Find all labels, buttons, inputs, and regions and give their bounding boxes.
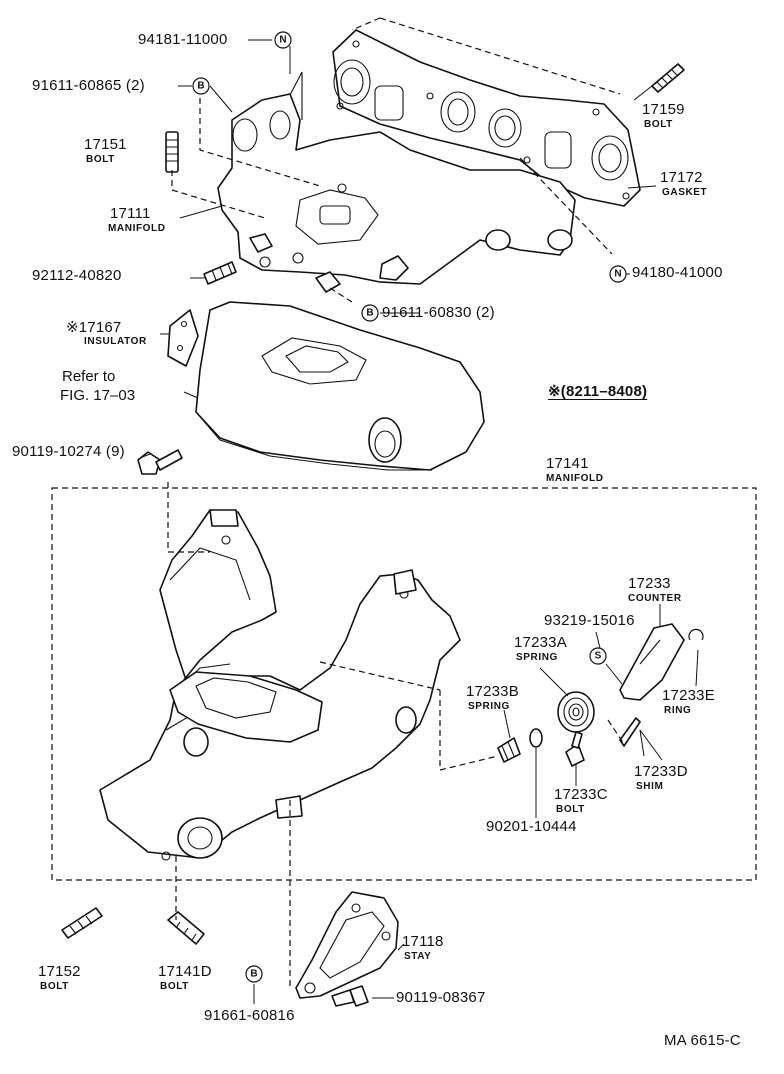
bolt-17233C — [565, 731, 585, 767]
label-17233: 17233 — [628, 575, 671, 592]
label-17167: ※17167 — [66, 319, 122, 336]
label-17111-sub: MANIFOLD — [108, 223, 166, 234]
reference-lines — [139, 17, 699, 1004]
label-17141D: 17141D — [158, 963, 212, 980]
stay-17118 — [295, 891, 399, 999]
label-17233A: 17233A — [514, 634, 567, 651]
washer-90201-10444 — [529, 728, 543, 748]
label-17141: 17141 — [546, 455, 589, 472]
bolt-17159 — [651, 63, 685, 93]
mark-b-mid: B — [361, 304, 379, 322]
drawing-code: MA 6615-C — [664, 1032, 741, 1049]
label-94181-11000: 94181-11000 — [138, 31, 228, 48]
label-17151-sub: BOLT — [86, 154, 115, 165]
label-17172-sub: GASKET — [662, 187, 708, 198]
refer-line-2: FIG. 17–03 — [60, 387, 136, 404]
label-17233D-sub: SHIM — [636, 781, 664, 792]
bolt-90119-10274 — [137, 449, 183, 475]
label-17172: 17172 — [660, 169, 703, 186]
label-17151: 17151 — [84, 136, 127, 153]
label-17152-sub: BOLT — [40, 981, 69, 992]
label-92112-40820: 92112-40820 — [32, 267, 122, 284]
label-17152: 17152 — [38, 963, 81, 980]
mark-s-counter: S — [589, 647, 607, 665]
mark-b-top-text: B — [197, 81, 204, 92]
label-17141D-sub: BOLT — [160, 981, 189, 992]
label-93219-15016: 93219-15016 — [544, 612, 635, 629]
mark-n-top-text: N — [279, 35, 286, 46]
bolt-17151 — [165, 131, 179, 173]
refer-line-1: Refer to — [62, 368, 116, 385]
label-90119-08367: 90119-08367 — [396, 989, 486, 1006]
label-17233-sub: COUNTER — [628, 593, 682, 604]
mark-n-top: N — [274, 31, 292, 49]
mark-b-mid-text: B — [366, 308, 373, 319]
bolt-17141D — [167, 911, 205, 945]
gasket-17172 — [332, 29, 641, 207]
stud-92112-40820 — [203, 261, 237, 285]
label-17233B-sub: SPRING — [468, 701, 510, 712]
manifold-17141 — [99, 509, 461, 861]
label-17233C-sub: BOLT — [556, 804, 585, 815]
bolt-17152 — [61, 907, 103, 939]
label-17167-sub: INSULATOR — [84, 336, 147, 347]
label-17233C: 17233C — [554, 786, 608, 803]
label-91661-60816: 91661-60816 — [204, 1007, 295, 1024]
label-17118: 17118 — [402, 933, 444, 950]
label-17233E: 17233E — [662, 687, 715, 704]
bolt-90119-08367 — [331, 985, 369, 1007]
mark-n-right-text: N — [614, 269, 621, 280]
label-17233E-sub: RING — [664, 705, 692, 716]
label-17233D: 17233D — [634, 763, 688, 780]
mark-n-right: N — [609, 265, 627, 283]
label-17233B: 17233B — [466, 683, 519, 700]
label-17159-sub: BOLT — [644, 119, 673, 130]
mark-b-top: B — [192, 77, 210, 95]
label-17159: 17159 — [642, 101, 685, 118]
manifold-17141-box — [51, 487, 757, 881]
label-17118-sub: STAY — [404, 951, 432, 962]
label-91611-60865: 91611-60865 (2) — [32, 77, 145, 94]
shim-17233D — [619, 717, 641, 747]
spring-17233A — [557, 691, 595, 733]
label-90119-10274: 90119-10274 (9) — [12, 443, 125, 460]
label-17233A-sub: SPRING — [516, 652, 558, 663]
spring-17233B — [497, 737, 521, 763]
mark-b-bottom: B — [245, 965, 263, 983]
label-17141-sub: MANIFOLD — [546, 473, 604, 484]
counter-17233 — [619, 623, 685, 701]
ring-17233E — [688, 628, 704, 641]
mark-s-counter-text: S — [595, 651, 602, 662]
label-90201-10444: 90201-10444 — [486, 818, 577, 835]
manifold-17111 — [217, 71, 576, 293]
label-17111: 17111 — [110, 205, 151, 222]
label-94180-41000: 94180-41000 — [632, 264, 723, 281]
period-note: ※(8211–8408) — [548, 383, 648, 400]
mark-b-bottom-text: B — [250, 969, 257, 980]
insulator-17167 — [167, 301, 485, 471]
label-91611-60830: 91611-60830 (2) — [382, 304, 495, 321]
